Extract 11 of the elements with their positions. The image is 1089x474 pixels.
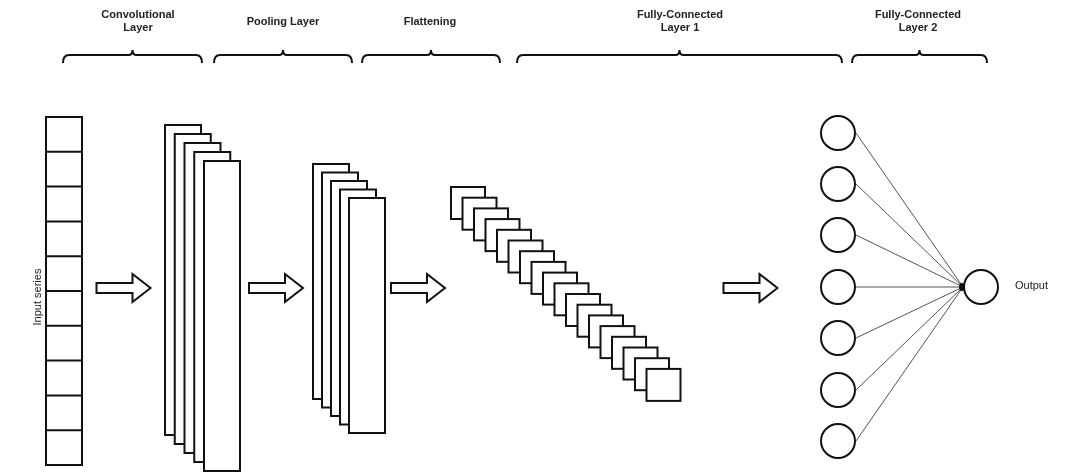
arrow bbox=[95, 271, 153, 305]
arrow bbox=[390, 271, 447, 305]
output-label: Output bbox=[1015, 279, 1049, 291]
axis-label: Input series bbox=[31, 268, 44, 326]
arrow bbox=[722, 271, 780, 305]
layer-heading: Pooling Layer bbox=[245, 15, 321, 28]
layer-heading: Convolutional Layer bbox=[100, 8, 176, 34]
layer-heading: Fully-Connected Layer 2 bbox=[873, 8, 963, 34]
layer-heading: Fully-Connected Layer 1 bbox=[635, 8, 725, 34]
arrow bbox=[248, 271, 305, 305]
layer-heading: Flattening bbox=[402, 15, 458, 28]
